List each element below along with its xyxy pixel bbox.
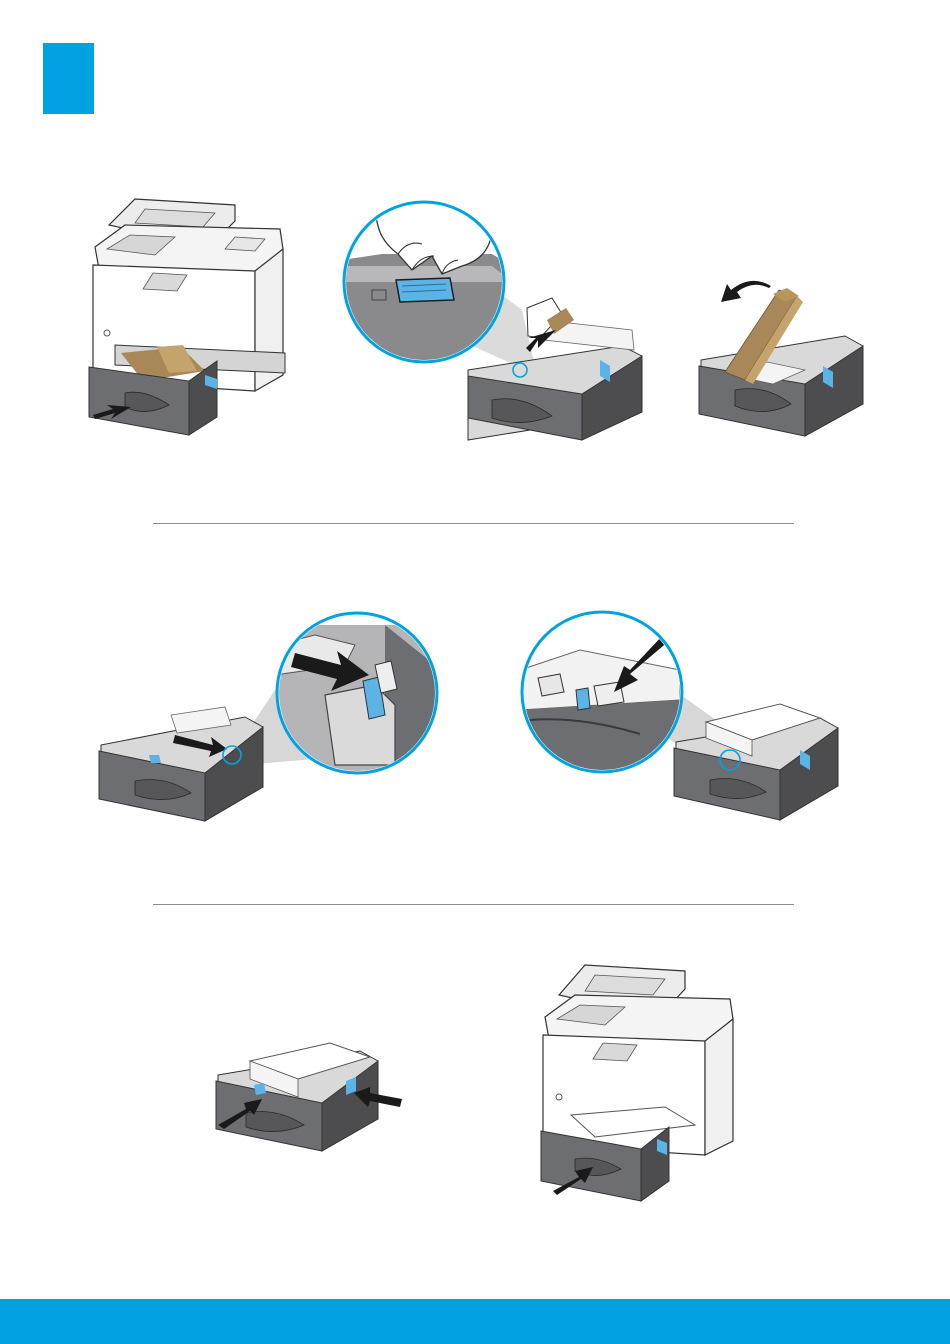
curved-arrow-icon xyxy=(721,281,771,302)
section-divider-1 xyxy=(153,523,794,524)
remove-packing-material-illustration xyxy=(695,280,870,440)
adjust-side-guides-illustration xyxy=(210,1015,410,1155)
step-badge xyxy=(43,43,94,114)
insert-tray-into-printer-illustration xyxy=(535,955,745,1205)
slide-width-guide-illustration xyxy=(95,605,445,825)
section-divider-2 xyxy=(153,904,794,905)
footer-bar xyxy=(0,1299,950,1344)
press-tray-lever-illustration xyxy=(342,170,652,440)
printer-pull-out-tray-illustration xyxy=(85,185,300,445)
load-paper-stack-illustration xyxy=(520,610,850,825)
